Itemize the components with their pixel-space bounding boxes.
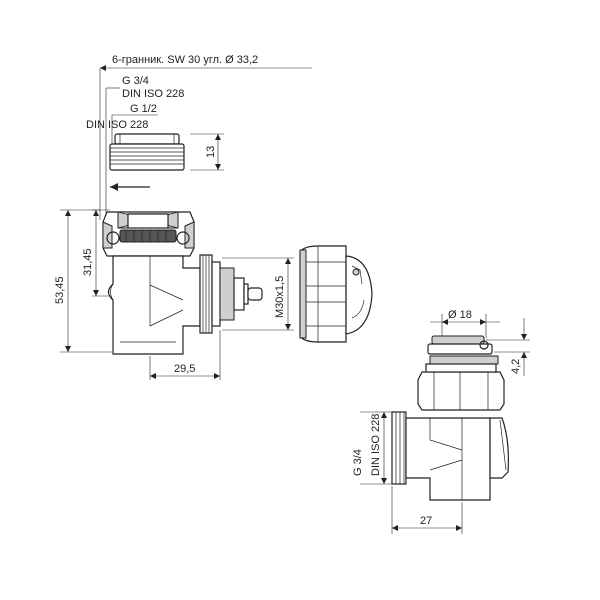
hex-note-label: 6-гранник. SW 30 угл. Ø 33,2 — [112, 54, 258, 66]
right-g34-label: G 3/4 — [352, 449, 364, 476]
dim-d18 — [430, 314, 500, 338]
din-iso-label-1: DIN ISO 228 — [122, 88, 184, 100]
dim-29-5-label: 29,5 — [174, 363, 195, 375]
union-nut — [299, 245, 373, 343]
valve-left — [102, 211, 263, 355]
g34-label: G 3/4 — [122, 75, 149, 87]
dim-53-45-label: 53,45 — [54, 276, 66, 304]
m30-leader — [222, 257, 294, 331]
g34-leader — [105, 87, 120, 222]
dim-13 — [190, 133, 224, 171]
dim-4-2-label: 4,2 — [510, 359, 522, 374]
dim-53-45 — [60, 209, 112, 353]
g12-label: G 1/2 — [130, 103, 157, 115]
valve-right — [391, 335, 509, 501]
dim-27-label: 27 — [420, 515, 432, 527]
dim-29-5 — [149, 330, 221, 380]
dim-13-label: 13 — [205, 146, 217, 158]
dim-31-45-label: 31,45 — [82, 248, 94, 276]
dim-4-2 — [486, 318, 530, 376]
right-g34-leader — [360, 411, 392, 485]
hex-note-leader — [99, 65, 312, 220]
dim-d18-label: Ø 18 — [448, 309, 472, 321]
right-din-iso-label: DIN ISO 228 — [370, 414, 382, 476]
thread-adapter — [109, 133, 185, 171]
dim-27 — [391, 486, 463, 534]
din-iso-label-2: DIN ISO 228 — [86, 119, 148, 131]
insert-arrow — [110, 183, 150, 191]
m30-label: M30x1,5 — [274, 276, 286, 318]
